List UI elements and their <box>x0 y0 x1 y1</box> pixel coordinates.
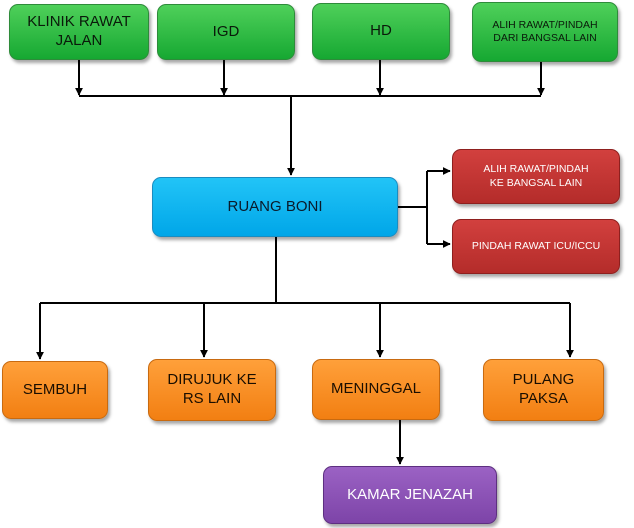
node-alih-rawat-dari-bangsal: ALIH RAWAT/PINDAH DARI BANGSAL LAIN <box>472 2 618 62</box>
node-meninggal: MENINGGAL <box>312 359 440 420</box>
node-klinik-rawat-jalan: KLINIK RAWAT JALAN <box>9 4 149 60</box>
node-igd: IGD <box>157 4 295 60</box>
node-alih-rawat-ke-bangsal: ALIH RAWAT/PINDAH KE BANGSAL LAIN <box>452 149 620 204</box>
node-dirujuk-rs-lain: DIRUJUK KE RS LAIN <box>148 359 276 421</box>
node-sembuh: SEMBUH <box>2 361 108 419</box>
node-pindah-rawat-icu: PINDAH RAWAT ICU/ICCU <box>452 219 620 274</box>
node-kamar-jenazah: KAMAR JENAZAH <box>323 466 497 524</box>
node-pulang-paksa: PULANG PAKSA <box>483 359 604 421</box>
node-ruang-boni: RUANG BONI <box>152 177 398 237</box>
node-hd: HD <box>312 3 450 60</box>
